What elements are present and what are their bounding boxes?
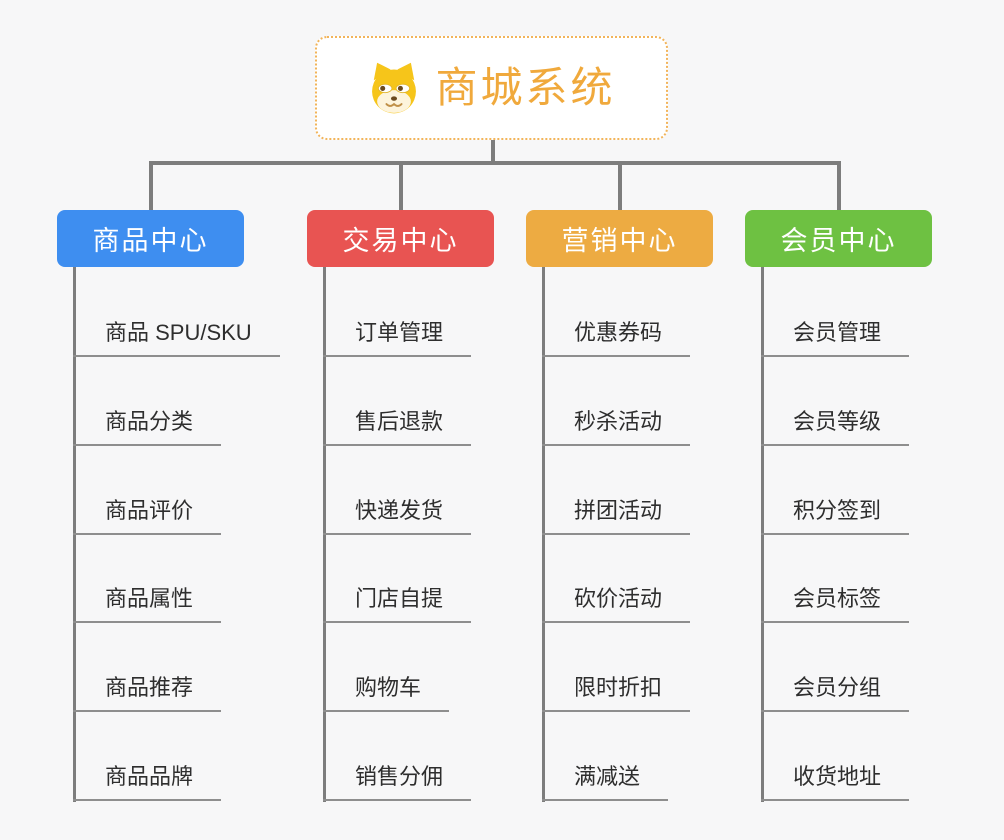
branch-item[interactable]: 售后退款 <box>323 400 472 446</box>
branch-item-label: 秒杀活动 <box>574 408 663 434</box>
branch-item-label: 商品 SPU/SKU <box>105 320 252 345</box>
branch-item-label: 商品推荐 <box>105 675 194 701</box>
branch-item-label: 满减送 <box>574 764 641 789</box>
branch-item-label: 会员标签 <box>793 586 882 612</box>
branch-item[interactable]: 积分签到 <box>761 489 910 535</box>
branch-item-label: 限时折扣 <box>574 675 663 701</box>
branch-item[interactable]: 会员标签 <box>761 577 910 624</box>
dog-face-icon <box>367 61 421 115</box>
branch-connector-line <box>836 161 841 210</box>
branch-connector-line <box>148 161 153 210</box>
branch-item[interactable]: 商品分类 <box>73 400 222 446</box>
branch-item-label: 商品评价 <box>105 497 194 523</box>
branch-item[interactable]: 砍价活动 <box>542 577 691 624</box>
branch-item[interactable]: 商品推荐 <box>73 666 222 713</box>
branch-item[interactable]: 满减送 <box>542 755 669 801</box>
branch-item-label: 销售分佣 <box>355 764 444 789</box>
branch-item[interactable]: 限时折扣 <box>542 666 691 713</box>
branch-connector-line <box>398 161 403 210</box>
branch-item-label: 购物车 <box>355 675 422 701</box>
branch-item[interactable]: 门店自提 <box>323 577 472 624</box>
branch-node-label: 营销中心 <box>561 226 678 256</box>
branch-item-label: 砍价活动 <box>574 586 663 612</box>
branch-node[interactable]: 交易中心 <box>307 210 494 267</box>
root-stem-line <box>491 140 495 165</box>
branch-item-label: 售后退款 <box>355 408 444 434</box>
branch-item[interactable]: 商品 SPU/SKU <box>73 311 280 357</box>
root-node-title: 商城系统 <box>435 64 616 111</box>
branch-item[interactable]: 会员等级 <box>761 400 910 446</box>
branch-node-label: 交易中心 <box>342 226 459 256</box>
branch-item-label: 门店自提 <box>355 586 444 612</box>
branch-item-label: 收货地址 <box>793 764 882 789</box>
branch-item-label: 会员等级 <box>793 408 882 434</box>
bus-line <box>148 161 841 165</box>
branch-node[interactable]: 营销中心 <box>526 210 713 267</box>
branch-item[interactable]: 拼团活动 <box>542 489 691 535</box>
branch-item-label: 拼团活动 <box>574 497 663 523</box>
branch-item[interactable]: 会员管理 <box>761 311 910 357</box>
branch-item-label: 商品属性 <box>105 586 194 612</box>
branch-item-label: 商品品牌 <box>105 764 194 789</box>
branch-item[interactable]: 订单管理 <box>323 311 472 357</box>
branch-item-label: 优惠券码 <box>574 320 663 345</box>
branch-node-label: 会员中心 <box>780 226 897 256</box>
branch-item-label: 订单管理 <box>355 320 444 345</box>
branch-item[interactable]: 销售分佣 <box>323 755 472 801</box>
branch-node[interactable]: 会员中心 <box>745 210 932 267</box>
branch-item-label: 积分签到 <box>793 497 882 523</box>
branch-item[interactable]: 购物车 <box>323 666 450 713</box>
branch-node-label: 商品中心 <box>92 226 209 256</box>
branch-item[interactable]: 快递发货 <box>323 489 472 535</box>
branch-item-label: 会员分组 <box>793 675 882 701</box>
branch-item[interactable]: 商品评价 <box>73 489 222 535</box>
branch-item-label: 会员管理 <box>793 320 882 345</box>
branch-item[interactable]: 收货地址 <box>761 755 910 801</box>
branch-item[interactable]: 秒杀活动 <box>542 400 691 446</box>
branch-node[interactable]: 商品中心 <box>57 210 244 267</box>
branch-item[interactable]: 会员分组 <box>761 666 910 713</box>
branch-item[interactable]: 商品属性 <box>73 577 222 624</box>
branch-connector-line <box>617 161 622 210</box>
root-node[interactable]: 商城系统 <box>315 36 668 140</box>
branch-item[interactable]: 商品品牌 <box>73 755 222 801</box>
branch-item-label: 商品分类 <box>105 408 194 434</box>
branch-item-label: 快递发货 <box>355 497 444 523</box>
branch-item[interactable]: 优惠券码 <box>542 311 691 357</box>
